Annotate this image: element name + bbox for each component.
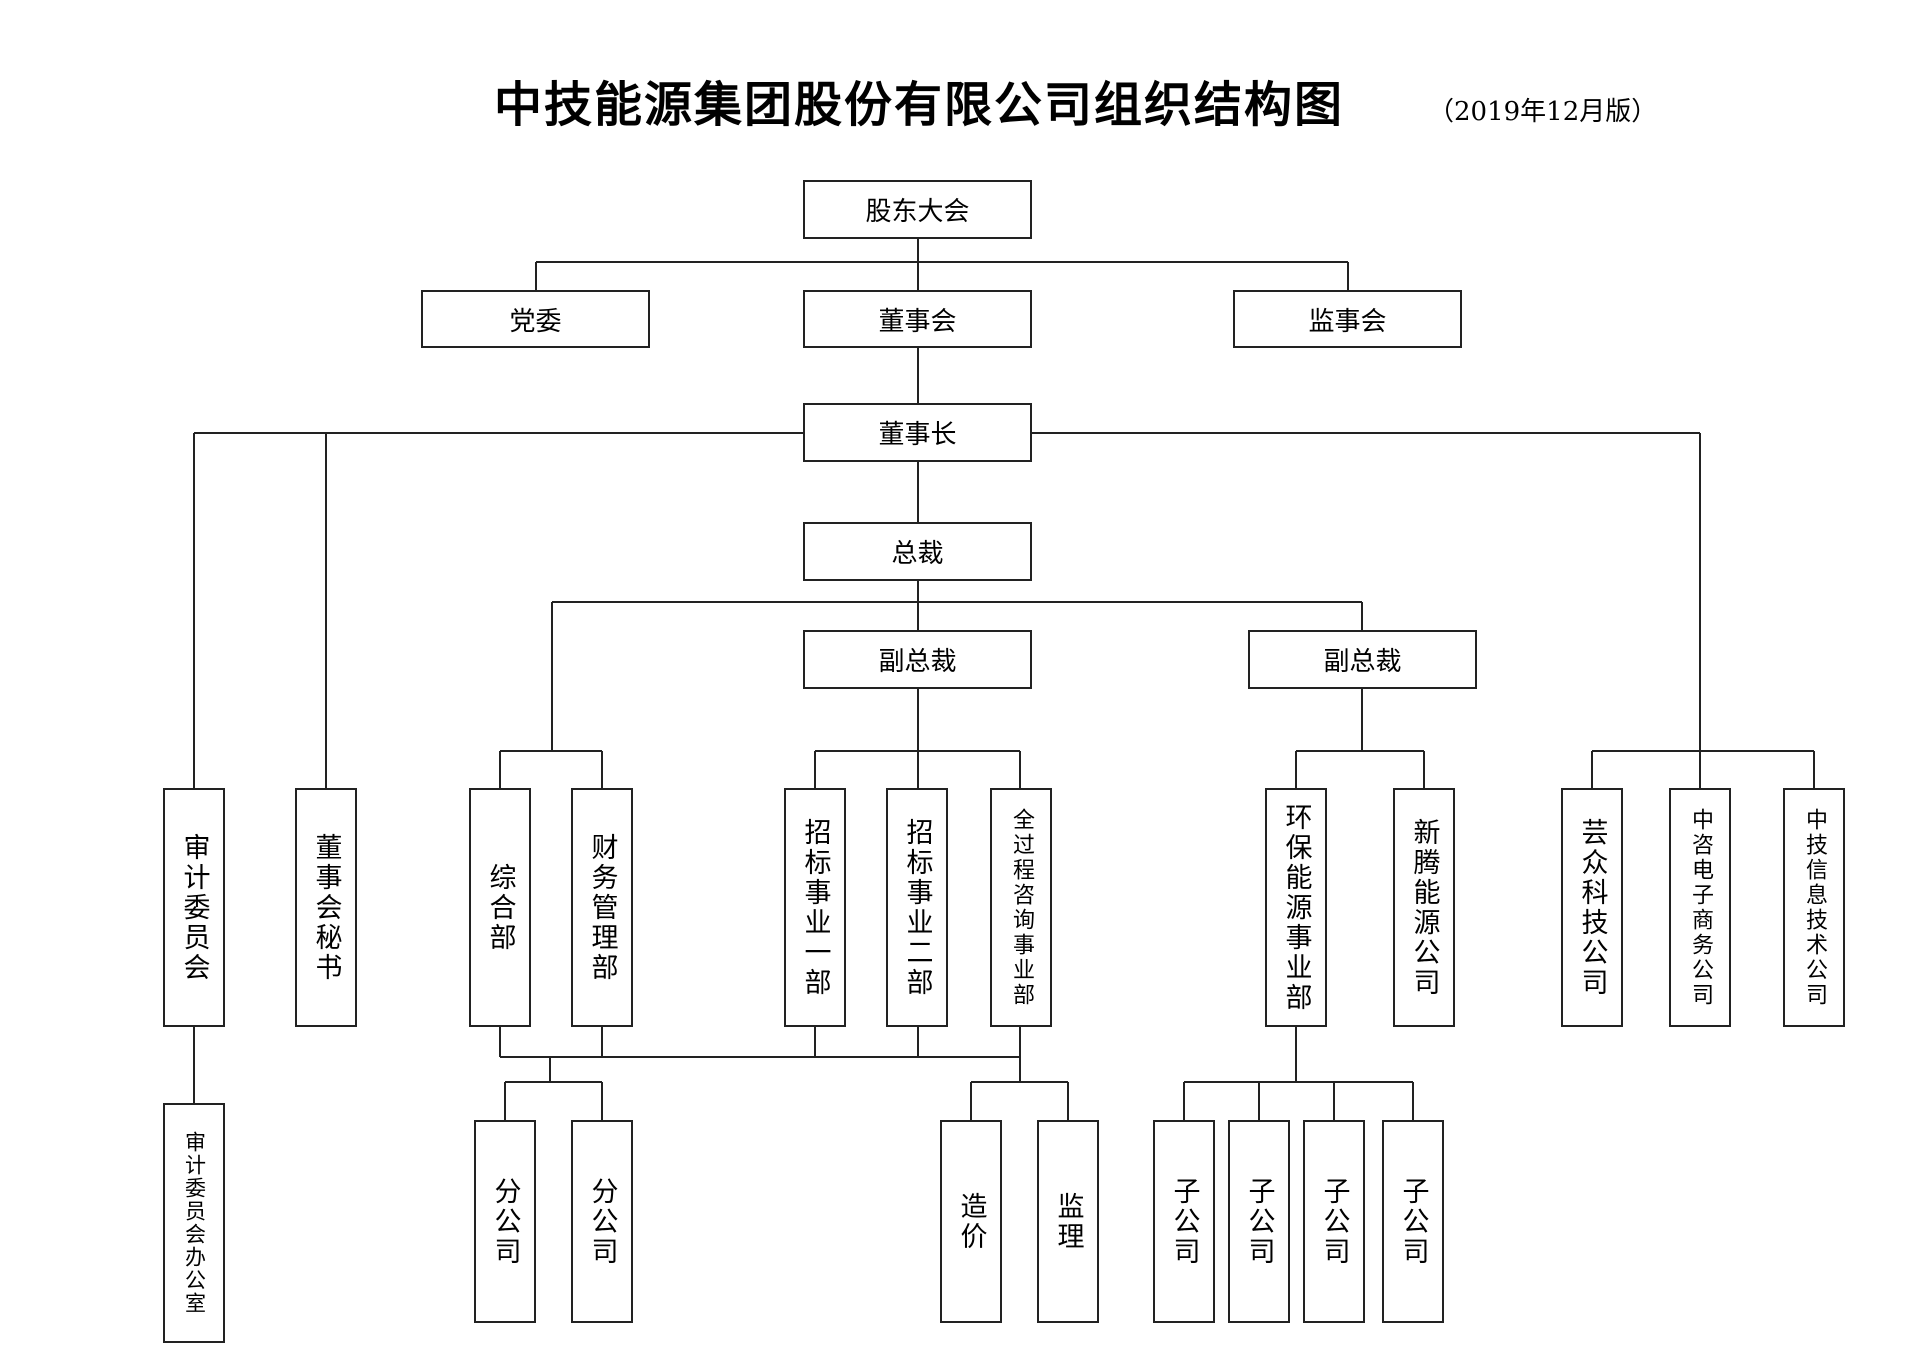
node-cost: 造价 (940, 1120, 1002, 1323)
node-subsidiary-4-label: 子公司 (1397, 1176, 1429, 1267)
node-audit-office-label: 审计委员会办公室 (182, 1131, 207, 1315)
node-vice-president-2: 副总裁 (1248, 630, 1477, 689)
chart-subtitle: （2019年12月版） (1428, 97, 1658, 127)
node-zhongzi-ecommerce: 中咨电子商务公司 (1669, 788, 1731, 1027)
node-president: 总裁 (803, 522, 1032, 581)
node-env-energy-dept-label: 环保能源事业部 (1280, 802, 1312, 1013)
node-xinteng-energy: 新腾能源公司 (1393, 788, 1455, 1027)
node-finance-dept-label: 财务管理部 (586, 832, 618, 983)
node-yunzhong-tech-label: 芸众科技公司 (1576, 817, 1608, 998)
node-subsidiary-2: 子公司 (1228, 1120, 1290, 1323)
node-general-dept-label: 综合部 (484, 862, 516, 953)
node-audit-office: 审计委员会办公室 (163, 1103, 225, 1343)
node-zhongji-it: 中技信息技术公司 (1783, 788, 1845, 1027)
node-subsidiary-1: 子公司 (1153, 1120, 1215, 1323)
node-branch-2: 分公司 (571, 1120, 633, 1323)
node-supervision-label: 监理 (1052, 1191, 1084, 1252)
node-consulting-dept: 全过程咨询事业部 (990, 788, 1052, 1027)
node-subsidiary-2-label: 子公司 (1243, 1176, 1275, 1267)
node-branch-1-label: 分公司 (489, 1176, 521, 1267)
node-zhongji-it-label: 中技信息技术公司 (1802, 807, 1827, 1008)
node-subsidiary-3: 子公司 (1303, 1120, 1365, 1323)
node-bidding-dept-1-label: 招标事业一部 (799, 817, 831, 998)
node-consulting-dept-label: 全过程咨询事业部 (1009, 807, 1034, 1008)
node-finance-dept: 财务管理部 (571, 788, 633, 1027)
node-chairman: 董事长 (803, 403, 1032, 462)
node-party-committee: 党委 (421, 290, 650, 348)
node-subsidiary-3-label: 子公司 (1318, 1176, 1350, 1267)
node-general-dept: 综合部 (469, 788, 531, 1027)
node-xinteng-energy-label: 新腾能源公司 (1408, 817, 1440, 998)
node-bidding-dept-2-label: 招标事业二部 (901, 817, 933, 998)
node-subsidiary-4: 子公司 (1382, 1120, 1444, 1323)
node-supervision: 监理 (1037, 1120, 1099, 1323)
node-yunzhong-tech: 芸众科技公司 (1561, 788, 1623, 1027)
node-audit-committee: 审计委员会 (163, 788, 225, 1027)
node-board-secretary-label: 董事会秘书 (310, 832, 342, 983)
node-board-secretary: 董事会秘书 (295, 788, 357, 1027)
node-supervisory-board: 监事会 (1233, 290, 1462, 348)
node-bidding-dept-2: 招标事业二部 (886, 788, 948, 1027)
node-audit-committee-label: 审计委员会 (178, 832, 210, 983)
node-subsidiary-1-label: 子公司 (1168, 1176, 1200, 1267)
node-shareholders: 股东大会 (803, 180, 1032, 239)
chart-title: 中技能源集团股份有限公司组织结构图 (494, 77, 1345, 133)
node-bidding-dept-1: 招标事业一部 (784, 788, 846, 1027)
node-board: 董事会 (803, 290, 1032, 348)
title-area: 中技能源集团股份有限公司组织结构图 （2019年12月版） (0, 70, 1920, 140)
node-cost-label: 造价 (955, 1191, 987, 1252)
node-env-energy-dept: 环保能源事业部 (1265, 788, 1327, 1027)
node-zhongzi-ecommerce-label: 中咨电子商务公司 (1688, 807, 1713, 1008)
node-vice-president-1: 副总裁 (803, 630, 1032, 689)
node-branch-2-label: 分公司 (586, 1176, 618, 1267)
node-branch-1: 分公司 (474, 1120, 536, 1323)
